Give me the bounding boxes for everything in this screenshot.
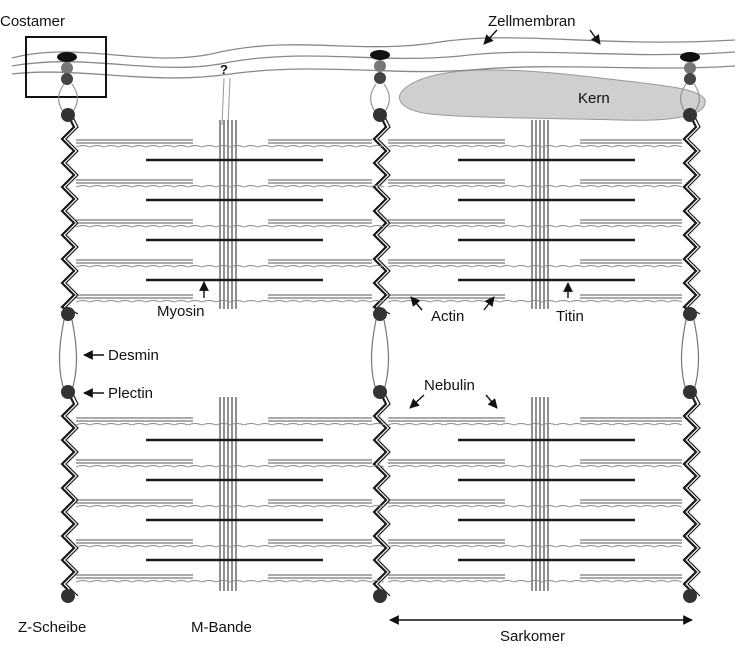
titin-filament xyxy=(76,301,384,303)
desmin-filament xyxy=(72,320,77,390)
label-zellmembran: Zellmembran xyxy=(488,13,576,30)
titin-filament xyxy=(76,466,384,468)
titin-filament xyxy=(388,466,682,468)
label-myosin: Myosin xyxy=(157,303,205,320)
nucleus xyxy=(399,70,705,120)
titin-filament xyxy=(76,581,384,583)
z-disc-node xyxy=(373,385,387,399)
titin-filament xyxy=(388,301,682,303)
label-kern: Kern xyxy=(578,90,610,107)
label-nebulin: Nebulin xyxy=(424,377,475,394)
titin-filament xyxy=(76,226,384,228)
titin-filament xyxy=(76,546,384,548)
label-plectin: Plectin xyxy=(108,385,153,402)
z-disc-node xyxy=(373,108,387,122)
titin-filament xyxy=(76,266,384,268)
titin-filament xyxy=(76,506,384,508)
actin-arrow-right xyxy=(484,297,494,310)
z-disc-node xyxy=(683,589,697,603)
costamer-connector xyxy=(72,84,77,113)
nebulin-arrow-right xyxy=(486,395,497,408)
label-actin: Actin xyxy=(431,308,464,325)
label-desmin: Desmin xyxy=(108,347,159,364)
z-disc-node xyxy=(683,108,697,122)
z-disc-node xyxy=(683,385,697,399)
desmin-filament xyxy=(384,320,389,390)
titin-filament xyxy=(388,226,682,228)
z-disc-node xyxy=(683,307,697,321)
label-z-scheibe: Z-Scheibe xyxy=(18,619,86,636)
zellmembran-arrow-left xyxy=(484,30,497,44)
z-disc-node xyxy=(373,589,387,603)
titin-filament xyxy=(388,146,682,148)
actin-arrow-left xyxy=(411,297,422,310)
costamer-connector xyxy=(59,84,64,113)
desmin-filament xyxy=(60,320,65,390)
titin-filament xyxy=(76,186,384,188)
label-sarkomer: Sarkomer xyxy=(500,628,565,643)
titin-filament xyxy=(388,424,682,426)
label-titin: Titin xyxy=(556,308,584,325)
costamer-connector xyxy=(384,84,389,113)
costamer-connector xyxy=(371,84,376,113)
z-disc-node xyxy=(61,108,75,122)
titin-filament xyxy=(76,146,384,148)
z-disc-node xyxy=(61,589,75,603)
titin-filament xyxy=(388,266,682,268)
desmin-filament xyxy=(682,320,687,390)
zellmembran-arrow-right xyxy=(590,30,600,44)
label-m-bande: M-Bande xyxy=(191,619,252,636)
titin-filament xyxy=(76,424,384,426)
z-disc-node xyxy=(61,307,75,321)
titin-filament xyxy=(388,186,682,188)
desmin-filament xyxy=(694,320,699,390)
titin-filament xyxy=(388,546,682,548)
titin-filament xyxy=(388,581,682,583)
desmin-filament xyxy=(372,320,377,390)
z-disc-node xyxy=(373,307,387,321)
unknown-connector xyxy=(222,78,230,125)
label-question: ? xyxy=(220,62,228,77)
label-costamer: Costamer xyxy=(0,13,65,30)
titin-filament xyxy=(388,506,682,508)
z-disc-node xyxy=(61,385,75,399)
nebulin-arrow-left xyxy=(410,395,424,408)
